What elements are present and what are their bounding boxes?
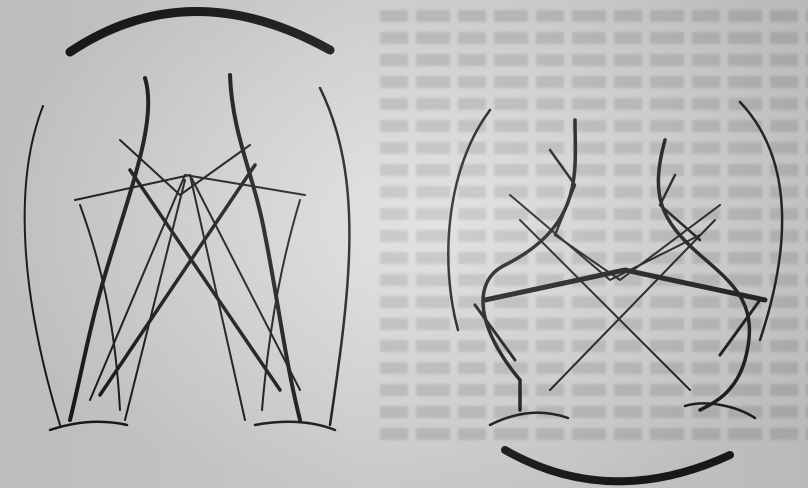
left-leg-stroke-11 — [125, 180, 185, 420]
left-leg-figure — [25, 11, 350, 430]
right-leg-stroke-7 — [555, 205, 720, 280]
left-top-arc — [70, 11, 330, 52]
left-leg-stroke-10 — [190, 175, 245, 420]
right-leg-stroke-4 — [475, 305, 515, 360]
right-leg-stroke-5 — [720, 300, 760, 355]
left-outer-curve-left — [25, 106, 60, 425]
right-foot-right — [685, 403, 755, 418]
right-leg-stroke-10 — [550, 150, 575, 235]
left-outer-curve-right — [320, 88, 349, 425]
right-outer-curve-right — [740, 102, 782, 340]
left-leg-stroke-1 — [70, 78, 148, 420]
right-foot-left — [490, 413, 568, 425]
right-leg-figure — [448, 102, 782, 481]
left-foot-right — [255, 422, 335, 430]
right-leg-stroke-1 — [483, 120, 575, 410]
right-bottom-arc — [505, 450, 730, 481]
right-leg-stroke-11 — [660, 175, 700, 240]
left-leg-stroke-6 — [80, 205, 120, 410]
left-foot-left — [50, 422, 127, 430]
right-leg-stroke-9 — [550, 220, 715, 390]
